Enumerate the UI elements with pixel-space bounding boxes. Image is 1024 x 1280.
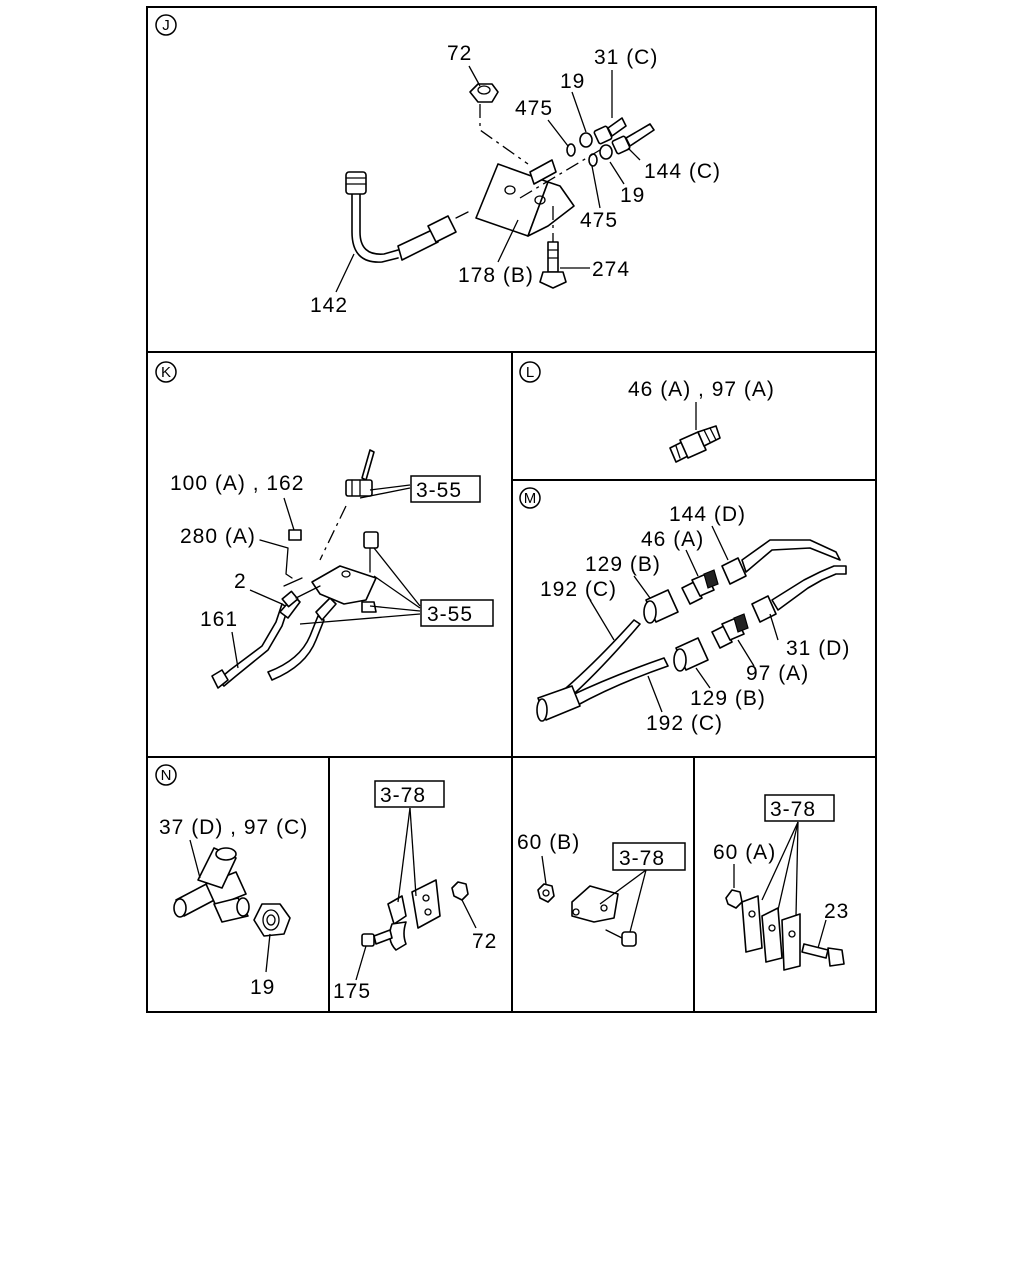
section-j-badge: J (155, 14, 177, 36)
svg-text:3-78: 3-78 (380, 784, 426, 807)
bolt-274 (539, 241, 567, 289)
bracket-178b (475, 159, 575, 237)
bracket-n3 (571, 885, 619, 923)
svg-text:3-55: 3-55 (416, 479, 462, 502)
label-175: 175 (333, 980, 371, 1003)
section-j-leaders (335, 65, 641, 293)
label-72: 72 (447, 42, 472, 65)
label-60b: 60 (B) (517, 831, 580, 854)
nut-60a (725, 889, 743, 909)
section-n3-leaders (541, 855, 647, 933)
svg-text:M: M (524, 490, 537, 507)
section-k-leaders (231, 484, 421, 669)
label-144c: 144 (C) (644, 160, 721, 183)
hose-142 (345, 171, 469, 263)
label-142: 142 (310, 294, 348, 317)
bolt-n3 (605, 929, 637, 947)
section-l-badge: L (519, 361, 541, 383)
label-129b-bottom: 129 (B) (690, 687, 766, 710)
fitting-46a (681, 569, 719, 605)
pipe-31d (751, 565, 847, 623)
label-97a: 97 (A) (746, 662, 809, 685)
clip-100a (259, 529, 321, 599)
section-j: J (155, 14, 721, 317)
label-31c: 31 (C) (594, 46, 658, 69)
label-60a: 60 (A) (713, 841, 776, 864)
label-46a: 46 (A) (641, 528, 704, 551)
label-192c-top: 192 (C) (540, 578, 617, 601)
bracket-plate (311, 531, 379, 613)
section-n-badge: N (155, 764, 177, 786)
label-280a: 280 (A) (180, 525, 256, 548)
ref-box-3-78-n2: 3-78 (374, 780, 445, 808)
label-475-top: 475 (515, 97, 553, 120)
clamp-set (741, 895, 801, 971)
bolt-175 (361, 929, 393, 947)
svg-text:3-78: 3-78 (770, 798, 816, 821)
ref-box-3-55-bottom: 3-55 (420, 599, 494, 627)
section-n2: 3-78 72 175 (333, 780, 497, 1003)
nut-72 (469, 83, 499, 103)
pipe-144d (721, 539, 841, 585)
label-161: 161 (200, 608, 238, 631)
tee-fitting-37d (173, 847, 250, 923)
fitting-97a (711, 613, 749, 649)
section-m-leaders (589, 525, 779, 713)
svg-text:3-55: 3-55 (427, 603, 473, 626)
label-46a-97a: 46 (A) , 97 (A) (628, 378, 775, 401)
bolt-23 (801, 943, 845, 967)
nut-19 (253, 903, 291, 937)
label-144d: 144 (D) (669, 503, 746, 526)
ref-box-3-55-top: 3-55 (410, 475, 481, 503)
section-l: L 46 (A) , 97 (A) (519, 361, 775, 463)
label-37d-97c: 37 (D) , 97 (C) (159, 816, 308, 839)
label-19-bottom: 19 (620, 184, 645, 207)
label-274: 274 (592, 258, 630, 281)
pipe-2 (267, 597, 337, 681)
sleeve-129b-top (643, 589, 679, 624)
label-178b: 178 (B) (458, 264, 534, 287)
label-31d: 31 (D) (786, 637, 850, 660)
label-129b-top: 129 (B) (585, 553, 661, 576)
section-n3: 3-78 60 (B) (517, 831, 686, 947)
svg-text:3-78: 3-78 (619, 847, 665, 870)
section-k-badge: K (155, 361, 177, 383)
union-fitting-46a (669, 425, 721, 463)
svg-text:K: K (161, 364, 171, 381)
label-72-n2: 72 (472, 930, 497, 953)
connector-wire (319, 449, 375, 561)
hose-192c (536, 619, 669, 722)
washers-and-fittings (566, 117, 655, 167)
clamp-assembly (387, 879, 441, 951)
section-m-badge: M (519, 487, 541, 509)
ref-box-3-78-n4: 3-78 (764, 794, 835, 822)
ref-box-3-78-n3: 3-78 (612, 842, 686, 871)
section-n: N 37 (D) , 97 (C) 19 (155, 764, 308, 999)
label-100a-162: 100 (A) , 162 (170, 472, 304, 495)
label-23: 23 (824, 900, 849, 923)
panel-frames (146, 6, 877, 1013)
svg-text:J: J (162, 17, 170, 34)
svg-text:N: N (161, 767, 172, 784)
pipe-161 (211, 590, 301, 689)
label-19-top: 19 (560, 70, 585, 93)
section-m: M (519, 487, 850, 735)
label-2: 2 (234, 570, 247, 593)
svg-text:L: L (526, 364, 534, 381)
label-475-bottom: 475 (580, 209, 618, 232)
nut-60b (537, 883, 555, 903)
section-n4: 3-78 60 (A) 23 (713, 794, 849, 971)
label-192c-bottom: 192 (C) (646, 712, 723, 735)
label-19: 19 (250, 976, 275, 999)
section-n4-leaders (733, 821, 827, 949)
sleeve-129b-bottom (673, 637, 709, 672)
nut-72-n2 (451, 881, 469, 901)
section-k: K (155, 361, 494, 689)
section-n2-leaders (355, 807, 477, 981)
